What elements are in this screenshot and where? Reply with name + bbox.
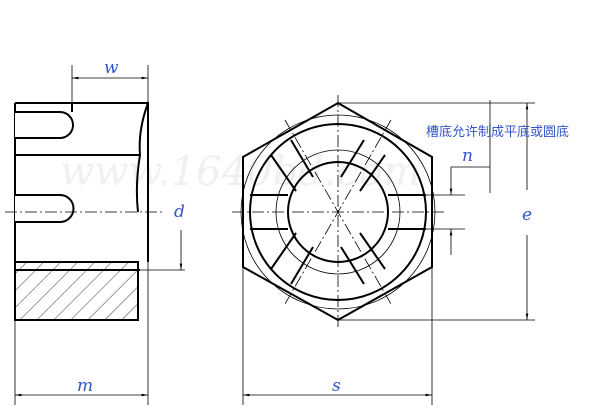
dim-w-label: w — [104, 58, 119, 78]
slot-bottom-note: 槽底允许制成平底或圆底 — [426, 125, 570, 140]
side-view — [14, 102, 149, 321]
dim-d-label: d — [174, 202, 185, 222]
front-view — [232, 95, 445, 330]
dim-s-label: s — [332, 376, 341, 396]
dim-n-label: n — [462, 146, 473, 166]
dim-e-label: e — [522, 205, 533, 225]
dim-m-label: m — [77, 376, 94, 396]
